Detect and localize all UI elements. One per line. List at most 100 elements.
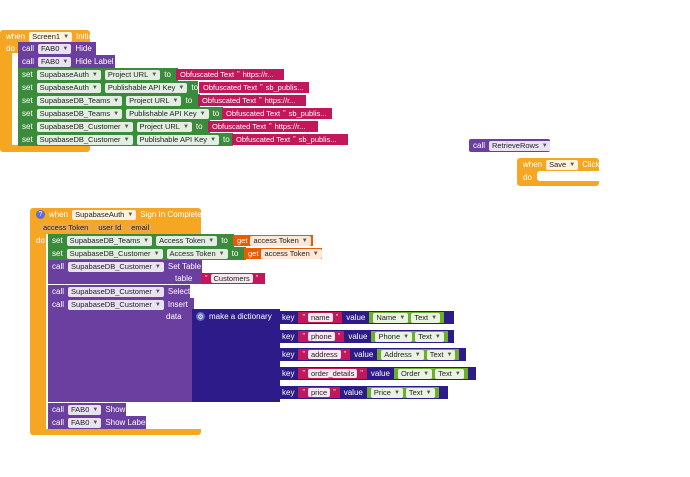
component-dropdown[interactable]: SupabaseDB_Customer▼ bbox=[68, 286, 164, 297]
property-dropdown[interactable]: Text▼ bbox=[415, 331, 444, 342]
obfuscated-label: Obfuscated Text bbox=[180, 70, 235, 79]
event2-do-row: do bbox=[32, 234, 45, 247]
component-dropdown[interactable]: SupabaseDB_Customer▼ bbox=[68, 261, 164, 272]
param-access-token[interactable]: access Token bbox=[40, 223, 92, 232]
property-dropdown[interactable]: Access Token▼ bbox=[156, 235, 218, 246]
dict-pair-name[interactable]: key "name" value Name▼ Text▼ bbox=[278, 311, 454, 324]
component-dropdown[interactable]: SupabaseDB_Teams▼ bbox=[66, 235, 153, 246]
key-string-block[interactable]: "price" bbox=[298, 387, 340, 398]
obfuscated-text-block[interactable]: Obfuscated Text " https://r... bbox=[176, 69, 284, 80]
component-dropdown[interactable]: Order▼ bbox=[397, 368, 433, 379]
variable-dropdown[interactable]: access Token▼ bbox=[261, 248, 322, 259]
property-dropdown[interactable]: Text▼ bbox=[435, 368, 464, 379]
component-dropdown[interactable]: SupabaseDB_Customer▼ bbox=[68, 299, 164, 310]
string-value[interactable]: price bbox=[307, 388, 331, 397]
component-dropdown[interactable]: Save▼ bbox=[546, 159, 579, 170]
property-dropdown[interactable]: Project URL▼ bbox=[136, 121, 192, 132]
string-value[interactable]: order_details bbox=[307, 369, 358, 378]
component-dropdown[interactable]: SupabaseAuth▼ bbox=[36, 69, 101, 80]
call-fab0-show-label-block[interactable]: call FAB0▼ Show Label bbox=[48, 416, 147, 429]
component-dropdown[interactable]: SupabaseDB_Customer▼ bbox=[36, 134, 133, 145]
arg-label: table bbox=[175, 274, 193, 283]
key-string-block[interactable]: "order_details" bbox=[298, 368, 367, 379]
component-dropdown[interactable]: FAB0▼ bbox=[68, 417, 102, 428]
set-supabasedb-customer-projecturl-block[interactable]: set SupabaseDB_Customer▼ Project URL▼ to bbox=[18, 120, 210, 133]
dict-pair-price[interactable]: key "price" value Price▼ Text▼ bbox=[278, 386, 448, 399]
call-fab0-hide-label-block[interactable]: call FAB0▼ Hide Label bbox=[18, 55, 115, 68]
gear-icon[interactable]: ⚙ bbox=[196, 312, 205, 321]
text-getter-block[interactable]: Phone▼ Text▼ bbox=[371, 331, 448, 342]
param-email[interactable]: email bbox=[128, 223, 153, 232]
component-dropdown[interactable]: SupabaseDB_Teams▼ bbox=[36, 108, 123, 119]
call-fab0-show-block[interactable]: call FAB0▼ Show bbox=[48, 403, 126, 416]
component-dropdown[interactable]: Address▼ bbox=[381, 349, 424, 360]
string-value[interactable]: name bbox=[307, 313, 333, 322]
procedure-dropdown[interactable]: RetrieveRows▼ bbox=[489, 140, 551, 151]
property-dropdown[interactable]: Text▼ bbox=[405, 387, 435, 398]
obfuscated-text-block[interactable]: Obfuscated Text " https://r... bbox=[198, 95, 306, 106]
component-dropdown[interactable]: SupabaseDB_Teams▼ bbox=[36, 95, 123, 106]
property-dropdown[interactable]: Publishable API Key▼ bbox=[136, 134, 220, 145]
customers-string-block[interactable]: " Customers " bbox=[201, 273, 265, 284]
chevron-down-icon: ▼ bbox=[154, 288, 161, 295]
get-access-token-block[interactable]: get access Token▼ bbox=[233, 235, 313, 246]
arg-label: data bbox=[166, 312, 182, 321]
set-customer-accesstoken-block[interactable]: set SupabaseDB_Customer▼ Access Token▼ t… bbox=[48, 247, 246, 260]
gear-icon[interactable]: ? bbox=[36, 210, 45, 219]
set-supabaseauth-projecturl-block[interactable]: set SupabaseAuth▼ Project URL▼ to bbox=[18, 68, 178, 81]
obfuscated-text-block[interactable]: Obfuscated Text " sb_publis... bbox=[222, 108, 332, 119]
key-string-block[interactable]: "name" bbox=[298, 312, 343, 323]
param-user-id[interactable]: user Id bbox=[95, 223, 125, 232]
dict-pair-order-details[interactable]: key "order_details" value Order▼ Text▼ bbox=[278, 367, 476, 380]
chevron-down-icon: ▼ bbox=[454, 370, 461, 377]
value-label: value bbox=[354, 350, 374, 359]
component-dropdown[interactable]: Screen1▼ bbox=[29, 31, 73, 42]
call-insert-block[interactable] bbox=[48, 298, 194, 402]
call-select-block[interactable]: call SupabaseDB_Customer▼ Select bbox=[48, 285, 190, 298]
component-dropdown[interactable]: Name▼ bbox=[373, 312, 409, 323]
dict-pair-phone[interactable]: key "phone" value Phone▼ Text▼ bbox=[278, 330, 454, 343]
key-string-block[interactable]: "address" bbox=[298, 349, 351, 360]
dict-pair-address[interactable]: key "address" value Address▼ Text▼ bbox=[278, 348, 466, 361]
property-dropdown[interactable]: Publishable API Key▼ bbox=[104, 82, 188, 93]
component-dropdown[interactable]: SupabaseDB_Customer▼ bbox=[66, 248, 163, 259]
string-value[interactable]: address bbox=[307, 350, 341, 359]
component-dropdown[interactable]: SupabaseAuth▼ bbox=[36, 82, 101, 93]
property-dropdown[interactable]: Text▼ bbox=[426, 349, 456, 360]
property-dropdown[interactable]: Project URL▼ bbox=[104, 69, 161, 80]
get-access-token-block[interactable]: get access Token▼ bbox=[244, 248, 322, 259]
variable-dropdown[interactable]: access Token▼ bbox=[250, 235, 311, 246]
text-getter-block[interactable]: Price▼ Text▼ bbox=[366, 387, 439, 398]
text-getter-block[interactable]: Name▼ Text▼ bbox=[369, 312, 445, 323]
obfuscated-text-block[interactable]: Obfuscated Text " sb_publis... bbox=[232, 134, 348, 145]
call-label: call bbox=[52, 262, 65, 271]
component-dropdown[interactable]: Price▼ bbox=[370, 387, 403, 398]
component-dropdown[interactable]: FAB0▼ bbox=[38, 56, 72, 67]
set-supabaseauth-apikey-block[interactable]: set SupabaseAuth▼ Publishable API Key▼ t… bbox=[18, 81, 198, 94]
text-getter-block[interactable]: Address▼ Text▼ bbox=[377, 349, 460, 360]
property-dropdown[interactable]: Publishable API Key▼ bbox=[126, 108, 209, 119]
component-dropdown[interactable]: SupabaseAuth▼ bbox=[72, 209, 137, 220]
component-dropdown[interactable]: FAB0▼ bbox=[68, 404, 102, 415]
set-supabasedb-teams-apikey-block[interactable]: set SupabaseDB_Teams▼ Publishable API Ke… bbox=[18, 107, 223, 120]
component-dropdown[interactable]: Phone▼ bbox=[375, 331, 413, 342]
text-getter-block[interactable]: Order▼ Text▼ bbox=[393, 368, 468, 379]
key-label: key bbox=[282, 388, 295, 397]
string-value[interactable]: phone bbox=[307, 332, 335, 341]
call-retrieverows-block[interactable]: call RetrieveRows▼ bbox=[469, 139, 551, 152]
string-value[interactable]: Customers bbox=[210, 274, 253, 283]
make-dictionary-block[interactable] bbox=[192, 309, 280, 402]
property-dropdown[interactable]: Text▼ bbox=[411, 312, 441, 323]
key-string-block[interactable]: "phone" bbox=[298, 331, 345, 342]
property-dropdown[interactable]: Project URL▼ bbox=[126, 95, 182, 106]
property-dropdown[interactable]: Access Token▼ bbox=[166, 248, 228, 259]
obfuscated-text-block[interactable]: Obfuscated Text " sb_publis... bbox=[199, 82, 309, 93]
set-teams-accesstoken-block[interactable]: set SupabaseDB_Teams▼ Access Token▼ to bbox=[48, 234, 234, 247]
call-fab0-hide-block[interactable]: call FAB0▼ Hide bbox=[18, 42, 96, 55]
component-dropdown[interactable]: FAB0▼ bbox=[38, 43, 72, 54]
component-dropdown[interactable]: SupabaseDB_Customer▼ bbox=[36, 121, 133, 132]
set-supabasedb-teams-projecturl-block[interactable]: set SupabaseDB_Teams▼ Project URL▼ to bbox=[18, 94, 200, 107]
chevron-down-icon: ▼ bbox=[92, 419, 99, 426]
set-supabasedb-customer-apikey-block[interactable]: set SupabaseDB_Customer▼ Publishable API… bbox=[18, 133, 233, 146]
obfuscated-text-block[interactable]: Obfuscated Text " https://r... bbox=[208, 121, 318, 132]
